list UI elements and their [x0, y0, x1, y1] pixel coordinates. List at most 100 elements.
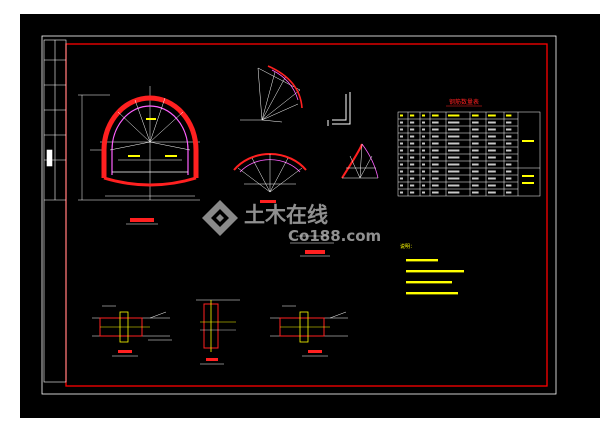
table-cell-mark	[506, 184, 512, 187]
table-cell-mark	[472, 170, 479, 173]
table-cell-mark	[448, 128, 460, 131]
table-cell-mark	[448, 177, 460, 180]
rebar-fan-detail-3	[341, 143, 379, 179]
table-cell-mark	[472, 163, 479, 166]
joint-detail-center	[196, 299, 240, 365]
table-cell-mark	[432, 121, 439, 124]
table-cell-mark	[506, 128, 512, 131]
table-cell-mark	[432, 149, 439, 152]
table-cell-mark	[422, 149, 425, 152]
table-cell-mark	[422, 128, 425, 131]
table-cell-mark	[506, 177, 512, 180]
table-cell-mark	[506, 170, 512, 173]
table-cell-mark	[432, 170, 439, 173]
table-cell-mark	[400, 191, 403, 194]
table-cell-mark	[488, 170, 496, 173]
table-cell-mark	[400, 114, 403, 117]
table-cell-mark	[448, 156, 460, 159]
table-cell-mark	[472, 191, 479, 194]
table-cell-mark	[432, 128, 439, 131]
note-line	[406, 270, 464, 273]
table-merged-cell-mark	[522, 175, 534, 177]
tunnel-cross-section	[78, 86, 200, 225]
table-cell-mark	[472, 177, 479, 180]
joint-detail-left	[92, 305, 172, 357]
angle-steel-detail	[327, 92, 351, 126]
table-title: 钢筋数量表	[449, 98, 479, 106]
table-cell-mark	[448, 163, 460, 166]
table-cell-mark	[410, 170, 415, 173]
table-cell-mark	[400, 156, 403, 159]
table-cell-mark	[506, 114, 512, 117]
table-cell-mark	[400, 177, 403, 180]
table-cell-mark	[422, 142, 425, 145]
table-cell-mark	[448, 135, 460, 138]
table-cell-mark	[448, 184, 460, 187]
table-cell-mark	[488, 191, 496, 194]
table-cell-mark	[448, 149, 460, 152]
table-cell-mark	[488, 135, 496, 138]
table-cell-mark	[422, 121, 425, 124]
table-cell-mark	[410, 184, 415, 187]
table-cell-mark	[410, 135, 415, 138]
table-cell-mark	[448, 170, 460, 173]
rebar-quantity-table: 钢筋数量表	[397, 98, 541, 197]
table-cell-mark	[448, 121, 460, 124]
table-cell-mark	[472, 128, 479, 131]
table-cell-mark	[488, 121, 496, 124]
rebar-fan-detail-2	[233, 153, 307, 203]
table-cell-mark	[488, 114, 496, 117]
table-cell-mark	[400, 135, 403, 138]
table-merged-cell-mark	[522, 182, 534, 184]
table-cell-mark	[410, 128, 415, 131]
table-cell-mark	[410, 149, 415, 152]
table-cell-mark	[410, 156, 415, 159]
table-cell-mark	[448, 142, 460, 145]
table-cell-mark	[410, 191, 415, 194]
table-cell-mark	[472, 142, 479, 145]
table-cell-mark	[506, 163, 512, 166]
table-cell-mark	[400, 142, 403, 145]
watermark-brand-url: Co188.com	[288, 227, 381, 245]
table-cell-mark	[422, 177, 425, 180]
note-line	[406, 259, 438, 262]
notes-heading: 说明：	[400, 243, 415, 250]
table-cell-mark	[488, 177, 496, 180]
table-cell-mark	[506, 191, 512, 194]
table-cell-mark	[410, 121, 415, 124]
table-cell-mark	[432, 184, 439, 187]
table-cell-mark	[448, 114, 460, 117]
table-cell-mark	[506, 142, 512, 145]
table-cell-mark	[472, 149, 479, 152]
table-cell-mark	[432, 156, 439, 159]
table-cell-mark	[472, 135, 479, 138]
table-cell-mark	[488, 163, 496, 166]
table-cell-mark	[422, 135, 425, 138]
table-cell-mark	[506, 149, 512, 152]
table-cell-mark	[472, 121, 479, 124]
table-cell-mark	[506, 156, 512, 159]
table-cell-mark	[488, 142, 496, 145]
table-cell-mark	[488, 184, 496, 187]
table-cell-mark	[506, 135, 512, 138]
table-cell-mark	[400, 121, 403, 124]
table-cell-mark	[400, 163, 403, 166]
table-cell-mark	[432, 135, 439, 138]
table-cell-mark	[432, 163, 439, 166]
watermark: 土木在线 Co188.com	[202, 200, 381, 245]
table-cell-mark	[506, 121, 512, 124]
table-cell-mark	[432, 114, 439, 117]
table-cell-mark	[422, 184, 425, 187]
table-cell-mark	[400, 184, 403, 187]
table-cell-mark	[472, 184, 479, 187]
table-cell-mark	[488, 128, 496, 131]
left-title-strip	[43, 39, 67, 383]
table-cell-mark	[422, 156, 425, 159]
table-cell-mark	[422, 114, 425, 117]
table-cell-mark	[448, 191, 460, 194]
note-line	[406, 281, 452, 284]
table-cell-mark	[400, 149, 403, 152]
rebar-fan-detail-1	[240, 65, 303, 123]
table-cell-mark	[410, 163, 415, 166]
table-merged-cell-mark	[522, 140, 534, 142]
